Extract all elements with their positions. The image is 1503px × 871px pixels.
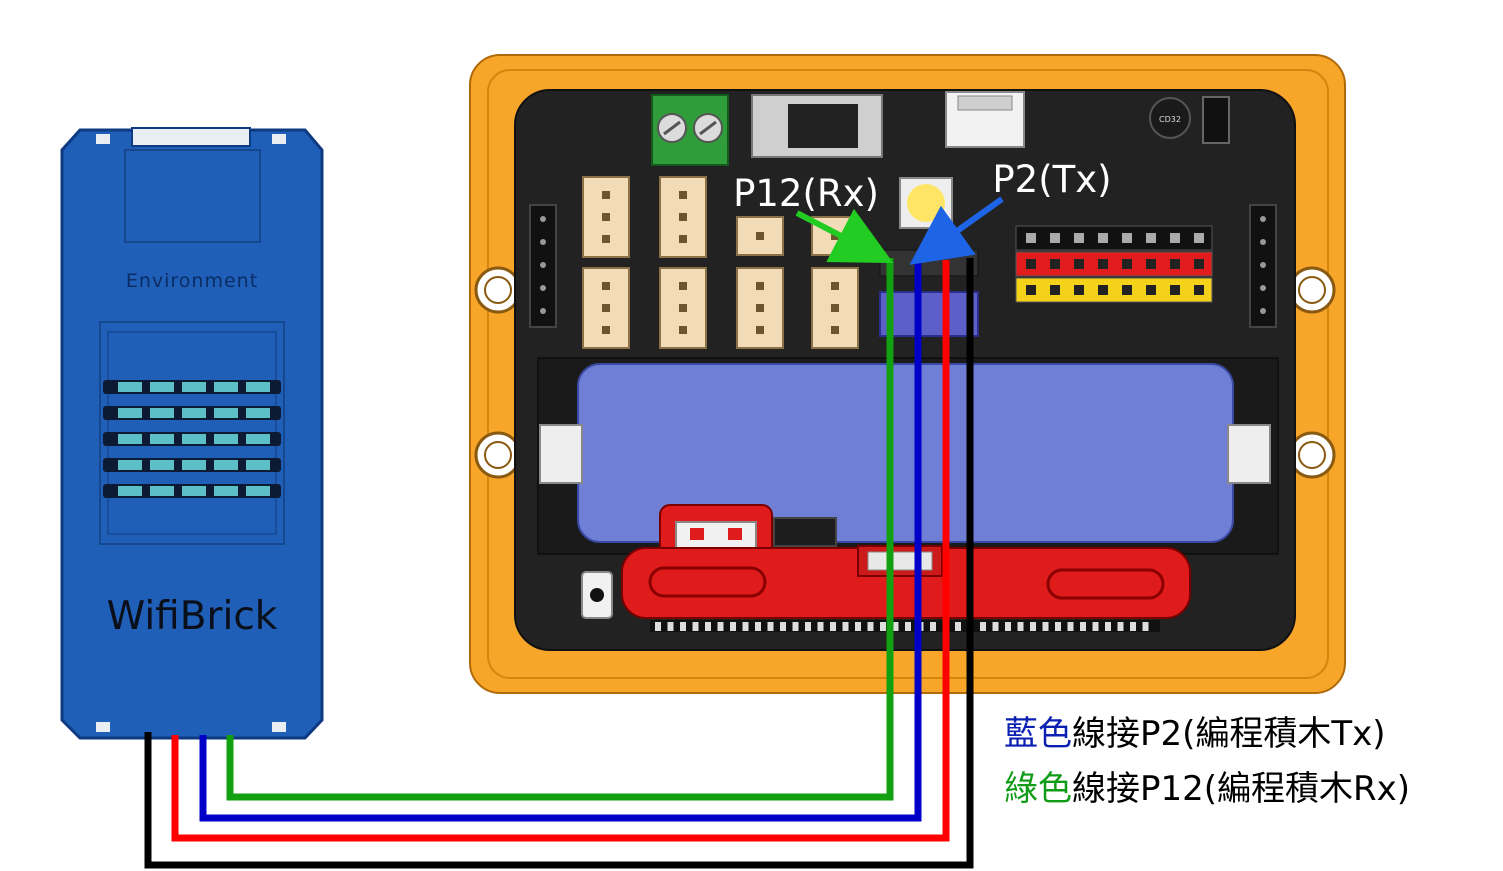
sensor-cell — [118, 460, 142, 470]
header-pin — [1074, 233, 1084, 243]
mount-hole — [1288, 266, 1336, 314]
header-pin — [1050, 233, 1060, 243]
header-pin — [1098, 233, 1108, 243]
diode — [1202, 96, 1230, 144]
header-pin — [1074, 285, 1084, 295]
sensor-cell — [246, 434, 270, 444]
header-pin — [1122, 233, 1132, 243]
sensor-cell — [118, 434, 142, 444]
controller-board: CD32 — [469, 54, 1346, 694]
rx-pin-label: P12(Rx) — [733, 172, 879, 215]
mount-hole — [474, 431, 522, 479]
usb-port — [945, 91, 1025, 148]
header-pin — [1170, 285, 1180, 295]
header-pin — [1074, 259, 1084, 269]
wire-green — [226, 258, 894, 801]
sensor-cell — [150, 408, 174, 418]
note-green-text: 線接P12(編程積木Rx) — [1072, 769, 1410, 809]
power-switch — [751, 94, 883, 158]
grove-connector — [582, 267, 630, 349]
header-pin — [1170, 259, 1180, 269]
mount-hole — [474, 266, 522, 314]
mount-hole — [1288, 431, 1336, 479]
note-blue-text: 線接P2(編程積木Tx) — [1072, 714, 1386, 754]
wire-socket — [879, 291, 979, 337]
sensor-cell — [182, 434, 206, 444]
header-pin — [1098, 259, 1108, 269]
wires — [144, 258, 974, 869]
power-terminal — [651, 94, 729, 166]
note-green: 綠色線接P12(編程積木Rx) — [1004, 769, 1410, 809]
tx-arrow — [909, 196, 1004, 265]
capacitor: CD32 — [1149, 97, 1191, 139]
sensor-cell — [214, 460, 238, 470]
sensor-grid — [103, 380, 281, 498]
header-pin — [1026, 233, 1036, 243]
microbit — [621, 504, 1191, 632]
grove-connectors — [582, 176, 859, 349]
sensor-cell — [214, 434, 238, 444]
sensor-cell — [182, 382, 206, 392]
sensor-cell — [246, 382, 270, 392]
sensor-cell — [214, 486, 238, 496]
sensor-cell — [246, 486, 270, 496]
note-green-color: 綠色 — [1004, 769, 1072, 809]
wifibrick-module: Environment WifiBrick — [60, 127, 324, 740]
header-pin — [1146, 259, 1156, 269]
header-pin — [1122, 285, 1132, 295]
rx-arrow — [795, 208, 894, 264]
sensor-cell — [118, 408, 142, 418]
wifibrick-name: WifiBrick — [107, 594, 278, 639]
header-pin — [1026, 259, 1036, 269]
header-pin — [1194, 233, 1204, 243]
note-blue: 藍色線接P2(編程積木Tx) — [1004, 714, 1386, 754]
sensor-cell — [150, 460, 174, 470]
header-pin — [1194, 259, 1204, 269]
header-pin — [1050, 285, 1060, 295]
sensor-cell — [150, 486, 174, 496]
header-pin — [1122, 259, 1132, 269]
sensor-cell — [214, 382, 238, 392]
sensor-cell — [182, 486, 206, 496]
wire-black — [144, 258, 974, 869]
sensor-cell — [246, 408, 270, 418]
sensor-cell — [214, 408, 238, 418]
header-pin — [1146, 233, 1156, 243]
sensor-cell — [118, 486, 142, 496]
tx-pin-label: P2(Tx) — [992, 158, 1111, 201]
header-pin — [1146, 285, 1156, 295]
header-pin — [1194, 285, 1204, 295]
pin-header — [1015, 225, 1213, 303]
wifibrick-top-label: Environment — [126, 270, 258, 292]
sensor-cell — [150, 434, 174, 444]
sensor-cell — [150, 382, 174, 392]
capacitor-mark: CD32 — [1159, 115, 1181, 124]
header-pin — [1098, 285, 1108, 295]
wire-red — [171, 260, 950, 842]
led — [899, 177, 953, 229]
sensor-cell — [246, 460, 270, 470]
sensor-cell — [118, 382, 142, 392]
sensor-cell — [182, 460, 206, 470]
header-pin — [1170, 233, 1180, 243]
header-pin — [1026, 285, 1036, 295]
sensor-cell — [182, 408, 206, 418]
header-pin — [1050, 259, 1060, 269]
note-blue-color: 藍色 — [1004, 714, 1072, 754]
wire-blue — [199, 258, 922, 822]
